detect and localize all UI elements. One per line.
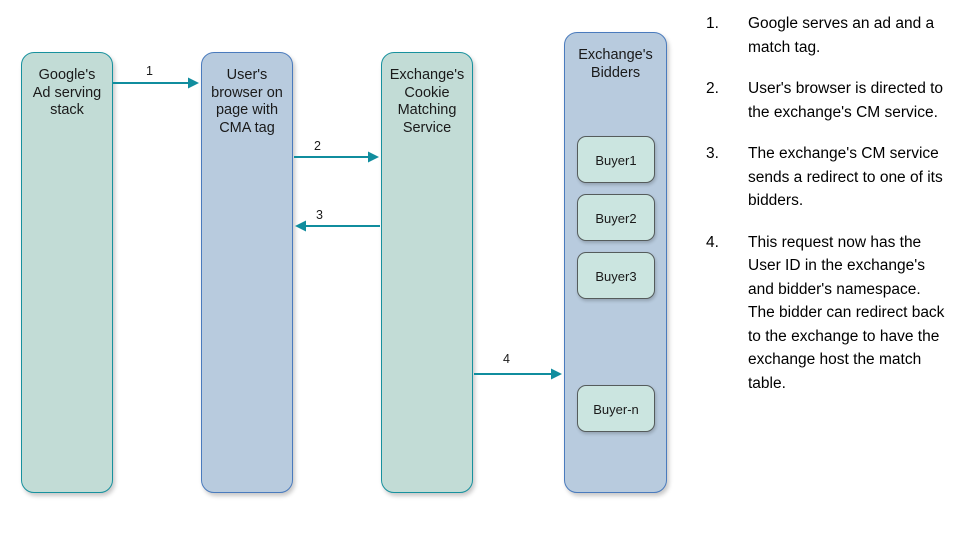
- buyer-chip-1[interactable]: Buyer1: [577, 136, 655, 183]
- list-item: 2. User's browser is directed to the exc…: [706, 77, 950, 124]
- arrow-label-4: 4: [503, 352, 510, 366]
- buyer-chip-n[interactable]: Buyer-n: [577, 385, 655, 432]
- node-exchange-cookie-matching-service[interactable]: Exchange's Cookie Matching Service: [381, 52, 473, 493]
- step-text: The exchange's CM service sends a redire…: [748, 145, 943, 209]
- step-number: 3.: [706, 145, 719, 162]
- arrow-3-head: [295, 220, 306, 232]
- buyer-chip-3[interactable]: Buyer3: [577, 252, 655, 299]
- arrow-label-2: 2: [314, 139, 321, 153]
- arrow-label-1: 1: [146, 64, 153, 78]
- step-number: 4.: [706, 233, 719, 251]
- step-text: This request now has the User ID in the …: [748, 233, 945, 392]
- arrow-4-head: [551, 368, 562, 380]
- buyer-chip-2[interactable]: Buyer2: [577, 194, 655, 241]
- arrow-label-3: 3: [316, 208, 323, 222]
- step-number: 2.: [706, 80, 719, 97]
- arrow-2-head: [368, 151, 379, 163]
- step-text: User's browser is directed to the exchan…: [748, 80, 944, 121]
- steps-list: 1. Google serves an ad and a match tag. …: [706, 12, 950, 413]
- node-google-ad-serving-stack[interactable]: Google's Ad serving stack: [21, 52, 113, 493]
- step-number: 1.: [706, 15, 719, 32]
- list-item: 4. This request now has the User ID in t…: [706, 231, 950, 396]
- list-item: 3. The exchange's CM service sends a red…: [706, 142, 950, 213]
- list-item: 1. Google serves an ad and a match tag.: [706, 12, 950, 59]
- step-text: Google serves an ad and a match tag.: [748, 15, 935, 56]
- arrow-1-head: [188, 77, 199, 89]
- node-user-browser[interactable]: User's browser on page with CMA tag: [201, 52, 293, 493]
